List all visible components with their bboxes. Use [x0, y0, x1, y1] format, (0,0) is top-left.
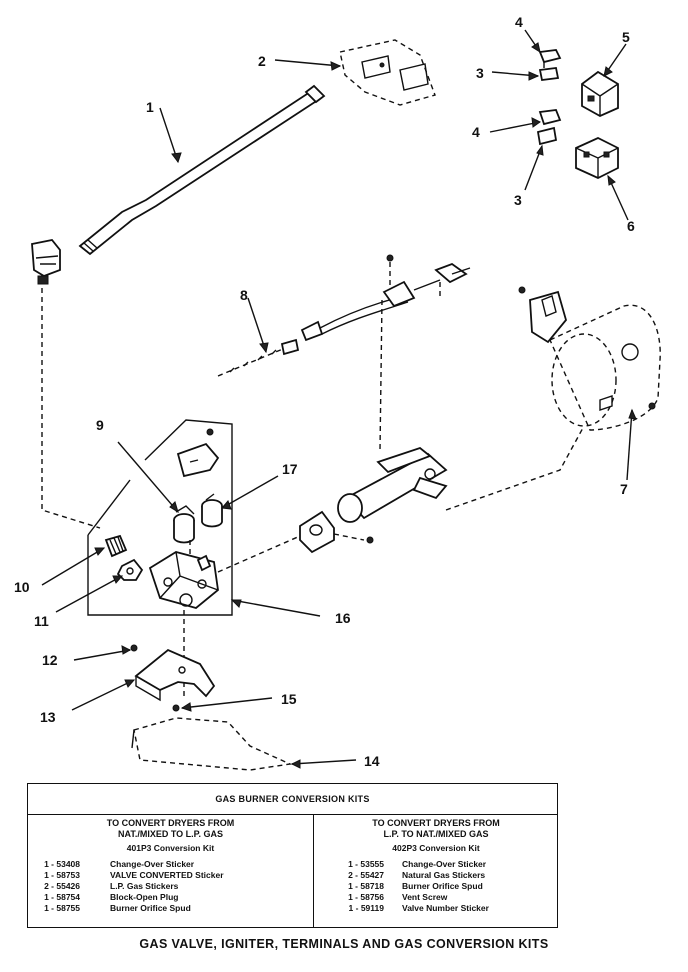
- exploded-parts-diagram: 2 1 4 3 5 4 3: [14, 14, 661, 771]
- callout-14: 14: [364, 753, 380, 769]
- kit-402p3-heading: TO CONVERT DRYERS FROM L.P. TO NAT./MIXE…: [314, 818, 558, 840]
- diagram-caption: GAS VALVE, IGNITER, TERMINALS AND GAS CO…: [139, 937, 549, 951]
- part-14-shield: [131, 717, 293, 771]
- callout-4b: 4: [472, 124, 480, 140]
- callout-15: 15: [281, 691, 297, 707]
- kits-table-title: GAS BURNER CONVERSION KITS: [28, 784, 557, 815]
- part-10-pipe-fitting: [104, 534, 128, 558]
- conversion-kits-table: GAS BURNER CONVERSION KITS TO CONVERT DR…: [27, 783, 558, 928]
- callout-12: 12: [42, 652, 58, 668]
- gas-valve-body: [148, 551, 219, 609]
- part-12-screw: [130, 644, 138, 652]
- callout-16: 16: [335, 610, 351, 626]
- kit-402p3: TO CONVERT DRYERS FROM L.P. TO NAT./MIXE…: [314, 814, 558, 927]
- pipe-fitting: [31, 239, 61, 285]
- part-11-nut: [116, 558, 144, 581]
- kit-401p3-heading-line-2: NAT./MIXED TO L.P. GAS: [117, 829, 224, 839]
- orifice-spud: [299, 510, 374, 554]
- callout-5: 5: [622, 29, 630, 45]
- callout-2: 2: [258, 53, 266, 69]
- part-3-terminal-upper: [538, 67, 560, 81]
- callout-10: 10: [14, 579, 30, 595]
- part-17-coil: [201, 493, 223, 528]
- part-6-connector-housing: [575, 137, 619, 179]
- callout-6: 6: [627, 218, 635, 234]
- part-13-mounting-bracket: [134, 648, 216, 702]
- kit-402p3-heading-line-2: L.P. TO NAT./MIXED GAS: [383, 829, 489, 839]
- callout-11: 11: [34, 613, 49, 629]
- kit-401p3-name: 401P3 Conversion Kit: [126, 843, 215, 853]
- burner-tube: [337, 446, 448, 523]
- callout-7: 7: [620, 481, 628, 497]
- part-7-burner-housing: [518, 286, 661, 431]
- callout-4: 4: [515, 14, 523, 30]
- callout-3: 3: [476, 65, 484, 81]
- callout-9: 9: [96, 417, 104, 433]
- callout-17: 17: [282, 461, 298, 477]
- kit-401p3: TO CONVERT DRYERS FROM NAT./MIXED TO L.P…: [28, 814, 314, 927]
- part-1-gas-pipe: [78, 84, 326, 256]
- part-5-connector-housing: [581, 70, 619, 118]
- part-9-coil: [173, 505, 195, 544]
- kit-402p3-heading-line-1: TO CONVERT DRYERS FROM: [372, 818, 500, 828]
- part-16-valve-assembly-outline: [87, 419, 233, 616]
- part-15-screw: [172, 704, 180, 712]
- callout-3b: 3: [514, 192, 522, 208]
- solenoid-bracket: [176, 428, 220, 478]
- callout-1: 1: [146, 99, 154, 115]
- kit-402p3-name: 402P3 Conversion Kit: [392, 843, 480, 853]
- part-2-bracket: [339, 39, 436, 106]
- kit-401p3-heading: TO CONVERT DRYERS FROM NAT./MIXED TO L.P…: [28, 818, 313, 840]
- callout-8: 8: [240, 287, 248, 303]
- callout-13: 13: [40, 709, 56, 725]
- part-3-terminal-lower: [536, 126, 558, 146]
- kit-401p3-heading-line-1: TO CONVERT DRYERS FROM: [106, 818, 235, 828]
- part-4-terminal-upper: [538, 49, 562, 68]
- part-8-terminal-strip: [217, 338, 300, 377]
- igniter-harness: [300, 254, 471, 342]
- part-4-terminal-lower: [538, 109, 562, 126]
